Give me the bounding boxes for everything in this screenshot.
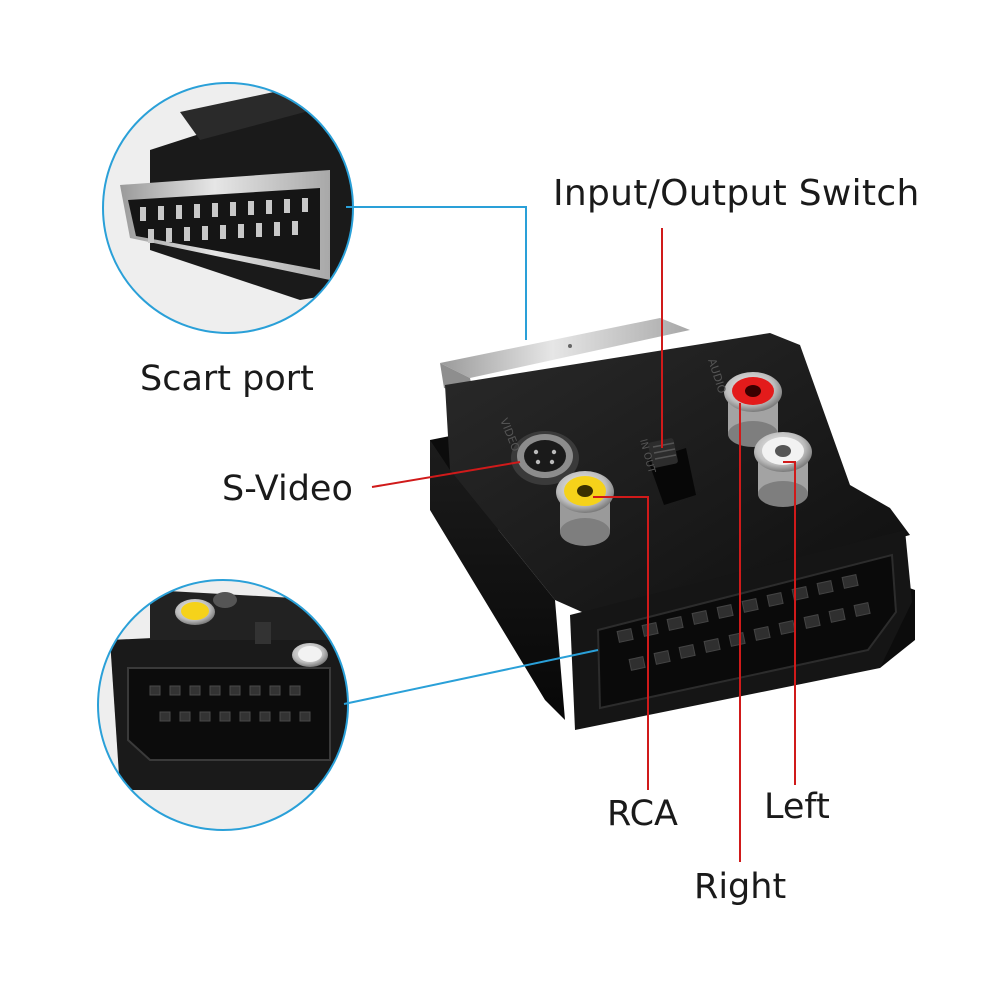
callout-left xyxy=(783,461,796,785)
label-scart-port: Scart port xyxy=(140,359,314,399)
svideo-port xyxy=(511,431,579,485)
zoom-circle-scart-socket xyxy=(97,579,349,831)
label-right: Right xyxy=(694,867,787,907)
label-left: Left xyxy=(764,787,830,827)
rca-white-jack xyxy=(754,432,812,507)
callout-lines xyxy=(343,206,796,862)
callout-scart-socket xyxy=(343,649,599,705)
io-switch xyxy=(648,438,696,505)
label-svideo: S-Video xyxy=(222,469,353,509)
callout-rca xyxy=(593,496,649,790)
scart-socket-pins xyxy=(616,574,871,671)
scart-plug-chrome xyxy=(440,318,690,378)
scart-adapter: VIDEO IN OUT xyxy=(430,318,915,730)
callout-scart-port xyxy=(346,206,527,340)
rca-red-jack xyxy=(724,372,782,447)
callout-svideo xyxy=(371,461,521,488)
zoom-circle-scart-plug xyxy=(102,82,354,334)
rca-yellow-jack xyxy=(556,471,614,546)
label-rca: RCA xyxy=(607,794,678,834)
label-io-switch: Input/Output Switch xyxy=(553,173,920,214)
